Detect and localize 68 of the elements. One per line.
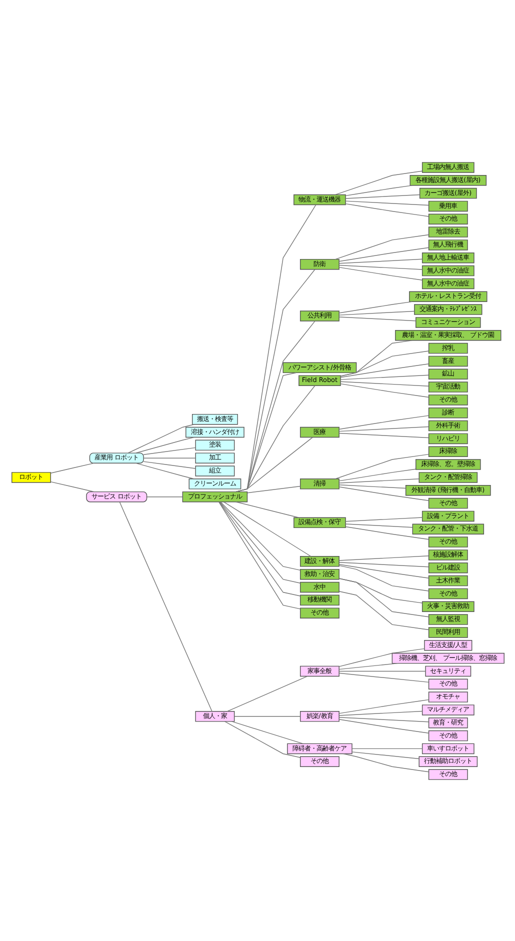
- connector: [142, 457, 196, 458]
- connector: [338, 478, 419, 483]
- connector: [334, 234, 429, 260]
- connector: [338, 672, 428, 682]
- connector: [338, 414, 429, 430]
- connector: [234, 268, 315, 492]
- connector: [338, 562, 428, 567]
- connector: [338, 578, 429, 617]
- connector: [118, 501, 212, 712]
- connector: [142, 460, 196, 468]
- connector: [234, 436, 312, 492]
- connector: [338, 484, 406, 488]
- connector: [234, 204, 316, 492]
- connector: [338, 432, 428, 438]
- connector: [234, 320, 315, 492]
- connector: [338, 698, 429, 714]
- connector: [338, 590, 429, 630]
- connector: [340, 380, 429, 386]
- connector: [338, 710, 422, 716]
- connector: [338, 662, 398, 670]
- connector: [338, 716, 428, 722]
- connector: [338, 468, 416, 481]
- connector: [234, 384, 315, 492]
- connector: [344, 516, 422, 522]
- connector: [146, 496, 182, 497]
- connector: [234, 501, 299, 518]
- connector: [50, 462, 94, 473]
- connector: [127, 424, 194, 453]
- connector: [338, 246, 429, 262]
- connector: [222, 501, 311, 556]
- connector: [344, 526, 429, 540]
- connector: [338, 718, 429, 733]
- connector: [246, 485, 300, 493]
- connector: [334, 453, 429, 479]
- connector: [142, 446, 196, 454]
- connector: [230, 720, 302, 744]
- connector: [224, 720, 300, 758]
- connector: [351, 748, 422, 749]
- connector: [338, 486, 429, 500]
- connector: [226, 676, 308, 712]
- connector: [340, 363, 429, 378]
- connector: [135, 436, 194, 453]
- connector: [340, 350, 429, 376]
- connector: [338, 310, 414, 315]
- connector: [344, 202, 429, 216]
- connector: [344, 200, 429, 206]
- connector: [342, 752, 429, 772]
- connector: [220, 501, 300, 570]
- connector: [50, 480, 94, 492]
- connector: [338, 264, 422, 270]
- connector: [338, 648, 424, 666]
- connector: [344, 523, 412, 528]
- connector: [344, 184, 412, 196]
- connector: [338, 555, 428, 560]
- connector: [340, 382, 429, 398]
- connector: [135, 462, 194, 479]
- connector: [344, 194, 420, 198]
- connector: [338, 670, 426, 672]
- connector: [338, 316, 416, 321]
- connector: [340, 374, 429, 380]
- connector: [338, 300, 412, 313]
- connector: [338, 266, 422, 280]
- connector: [338, 564, 429, 578]
- connector: [338, 564, 429, 591]
- connector: [338, 258, 422, 264]
- connector: [334, 170, 422, 195]
- connector: [338, 426, 428, 432]
- connector: [351, 751, 419, 759]
